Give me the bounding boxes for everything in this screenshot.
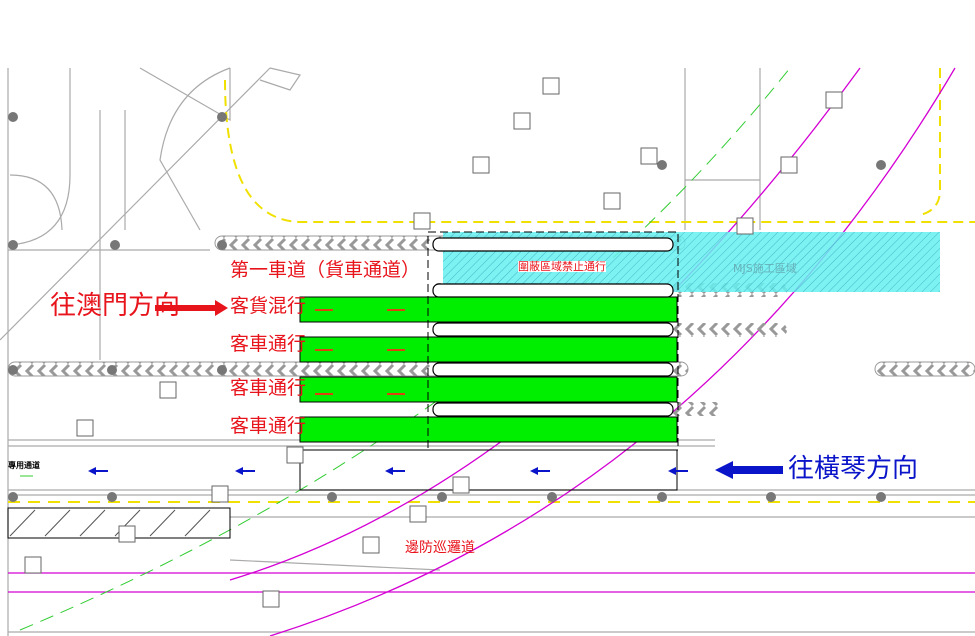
toll-booths [432, 237, 674, 417]
lane-label-3: 客車通行 [230, 333, 307, 355]
traffic-arrows-right [315, 309, 405, 395]
lane-label-5: 客車通行 [230, 415, 307, 437]
direction-to-hengqin: 往橫琴方向 [788, 454, 919, 484]
lane-label-2: 客貨混行 [230, 295, 307, 317]
closed-zone-label: 圍蔽區域禁止通行 [518, 260, 606, 273]
side-lane-label: 專用通道 [8, 461, 40, 470]
patrol-road-label: 邊防巡邏道 [405, 540, 475, 556]
arrow-to-hengqin [715, 461, 783, 479]
lane-label-4: 客車通行 [230, 377, 307, 399]
green-lanes [299, 296, 678, 443]
arrow-to-macau [155, 300, 228, 316]
construction-zone-label: MJS施工區域 [733, 262, 797, 275]
direction-to-macau: 往澳門方向 [50, 291, 181, 321]
lane-label-1: 第一車道（貨車通道） [230, 259, 421, 281]
traffic-arrows-left [88, 467, 688, 475]
